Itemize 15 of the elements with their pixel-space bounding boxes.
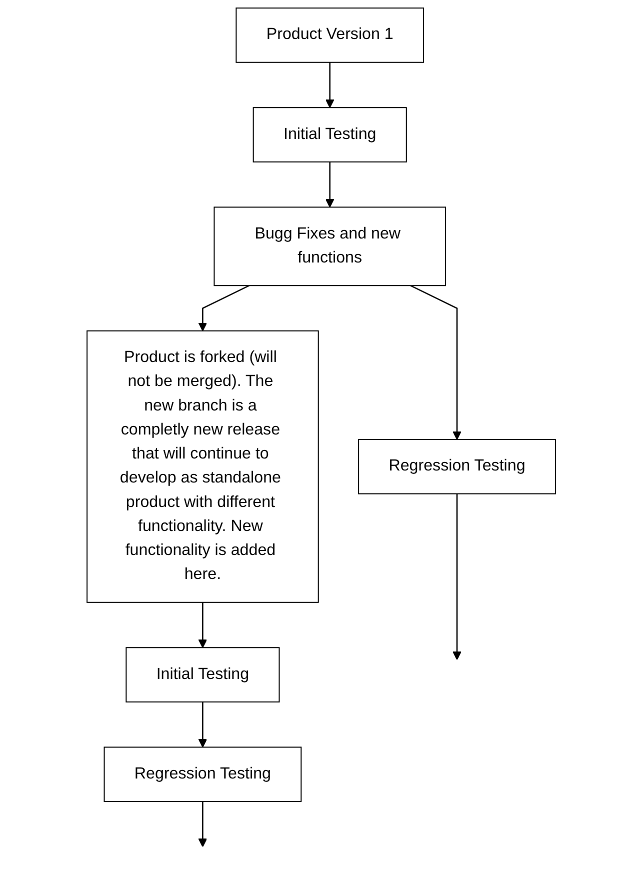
node-box: Initial Testing [253,107,408,162]
arrow [198,285,250,332]
arrow [198,801,208,848]
node-box: Initial Testing [126,647,280,702]
arrow [410,285,462,440]
arrow [326,162,335,208]
arrow [198,602,208,648]
node-box: Regression Testing [104,746,302,802]
arrow [452,494,462,660]
arrow [326,62,335,108]
node-box: Product Version 1 [236,8,424,63]
node-box: Product is forked (will not be merged). The new branch is a completly new release that will continue to develop as standalone product with different functionality. New functionality is added here. [86,330,320,603]
node-box: Regression Testing [358,438,556,494]
arrow [198,702,208,748]
node-box: Bugg Fixes and new functions [214,206,446,286]
